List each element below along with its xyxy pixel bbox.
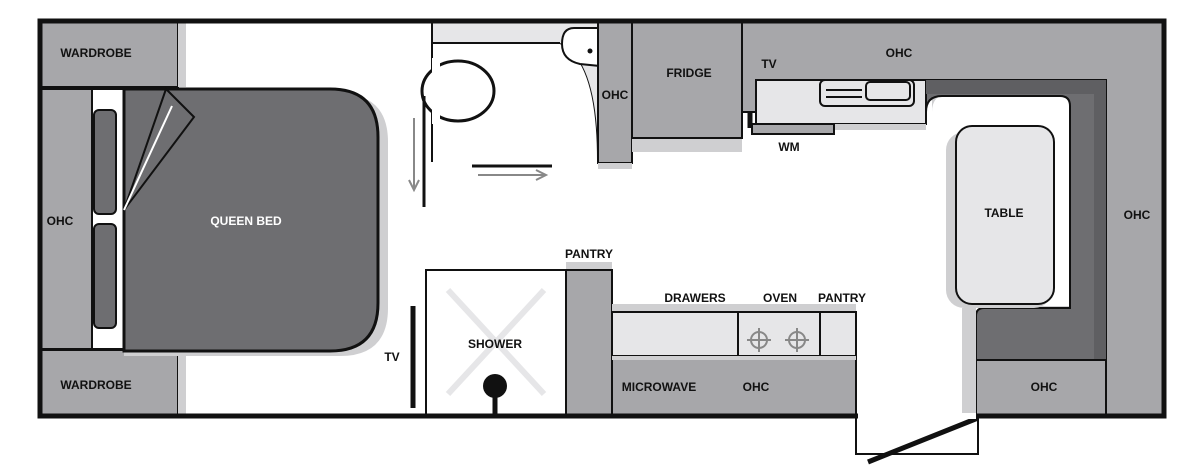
- label-tv-top: TV: [761, 57, 776, 71]
- pantry-left-shadow: [566, 262, 612, 270]
- label-drawers: DRAWERS: [664, 291, 725, 305]
- wm-unit: [751, 123, 835, 135]
- entry-shadow: [962, 308, 976, 414]
- bedside-cushion-bottom: [93, 223, 117, 329]
- label-wardrobe-bottom: WARDROBE: [60, 378, 131, 392]
- wardrobe-bottom-shadow: [178, 350, 186, 416]
- label-ohc-kitchen: OHC: [743, 380, 770, 394]
- shower-drain: [483, 374, 507, 398]
- entry-door: [867, 415, 979, 465]
- queen-bed: [122, 87, 380, 353]
- dinette-seat: [925, 79, 1107, 361]
- microwave-ohc-cabinet: [611, 357, 857, 417]
- label-wm: WM: [778, 140, 799, 154]
- fridge: [631, 20, 743, 139]
- shower-cross-2: [445, 287, 547, 397]
- label-oven: OVEN: [763, 291, 797, 305]
- basin: [560, 27, 601, 68]
- label-pantry-right: PANTRY: [818, 291, 866, 305]
- bed-folded-corner: [123, 87, 196, 211]
- label-queen-bed: QUEEN BED: [210, 214, 282, 228]
- wardrobe-top-shadow: [178, 21, 186, 87]
- bed-fold-line: [123, 105, 173, 211]
- label-ohc-top: OHC: [886, 46, 913, 60]
- entry-gap: [858, 413, 976, 419]
- label-table: TABLE: [984, 206, 1023, 220]
- label-shower: SHOWER: [468, 337, 522, 351]
- label-microwave: MICROWAVE: [622, 380, 696, 394]
- bedside-cushion-top: [93, 109, 117, 215]
- dining-table: [955, 125, 1055, 305]
- microwave-ohc-shadow: [612, 356, 856, 360]
- label-ohc-left: OHC: [47, 214, 74, 228]
- label-ohc-bathroom: OHC: [602, 88, 629, 102]
- drawers-bench: [611, 311, 739, 357]
- label-fridge: FRIDGE: [666, 66, 711, 80]
- burner-left-icon: [747, 328, 771, 352]
- burner-right-icon: [785, 328, 809, 352]
- sliding-arrow-right-head: [535, 169, 549, 181]
- outer-wall: [37, 18, 1167, 419]
- label-wardrobe-top: WARDROBE: [60, 46, 131, 60]
- sliding-arrow-down-head: [408, 179, 420, 193]
- label-tv-bottom: TV: [384, 350, 399, 364]
- fridge-shadow: [632, 138, 742, 152]
- ohc-left-cabinet: [39, 88, 93, 350]
- sink-bowl: [865, 81, 911, 101]
- bathroom-shelf: [432, 23, 598, 43]
- label-pantry-left: PANTRY: [565, 247, 613, 261]
- cooktop: [737, 311, 821, 357]
- kitchen-bench-shadow: [612, 304, 856, 312]
- basin-tap: [587, 48, 593, 54]
- ohc-bathroom-shadow: [598, 163, 632, 169]
- entry-step: [855, 415, 979, 455]
- label-ohc-right: OHC: [1124, 208, 1151, 222]
- pantry-right-cabinet: [819, 311, 857, 357]
- pantry-left-cabinet: [565, 269, 613, 417]
- label-ohc-bottom-right: OHC: [1031, 380, 1058, 394]
- top-bench-shadow: [756, 124, 926, 130]
- toilet-cistern: [432, 58, 440, 124]
- wardrobe-top: [39, 20, 179, 88]
